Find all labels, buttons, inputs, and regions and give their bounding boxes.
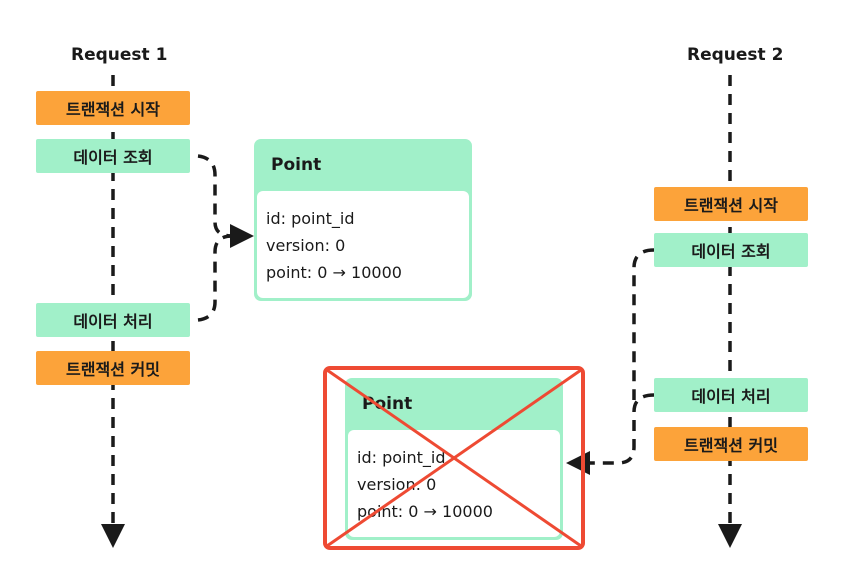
rejected-card-version: version: 0 [357,475,437,494]
request2-read-connector [632,248,655,400]
request1-process-data: 데이터 처리 [36,303,190,337]
reject-cross-line-2 [326,368,582,548]
rejected-point-card: Point id: point_id version: 0 point: 0 →… [345,378,563,540]
request1-process-connector [197,234,233,322]
reject-frame [323,366,585,550]
rejected-card-id: id: point_id [357,448,446,467]
point-card-body: id: point_id version: 0 point: 0 → 10000 [257,191,469,298]
request2-process-connector [590,393,655,465]
point-card: Point id: point_id version: 0 point: 0 →… [254,139,472,301]
point-card-version: version: 0 [266,236,346,255]
request2-read-data: 데이터 조회 [654,233,808,267]
point-card-point: point: 0 → 10000 [266,263,402,282]
request2-process-data: 데이터 처리 [654,378,808,412]
request1-commit-transaction: 트랜잭션 커밋 [36,351,190,385]
request2-timeline-arrowhead [718,524,742,548]
request2-commit-transaction: 트랜잭션 커밋 [654,427,808,461]
rejected-card-body: id: point_id version: 0 point: 0 → 10000 [348,430,560,537]
request1-read-connector [197,154,238,238]
request2-begin-transaction: 트랜잭션 시작 [654,187,808,221]
request1-timeline-arrowhead [101,524,125,548]
request1-read-data: 데이터 조회 [36,139,190,173]
request2-title: Request 2 [687,45,784,65]
point-card-arrowhead [230,224,254,248]
point-card-id: id: point_id [266,209,355,228]
request1-title: Request 1 [71,45,168,65]
point-card-title: Point [271,155,322,175]
rejected-card-title: Point [362,394,413,414]
rejected-card-point: point: 0 → 10000 [357,502,493,521]
request1-begin-transaction: 트랜잭션 시작 [36,91,190,125]
